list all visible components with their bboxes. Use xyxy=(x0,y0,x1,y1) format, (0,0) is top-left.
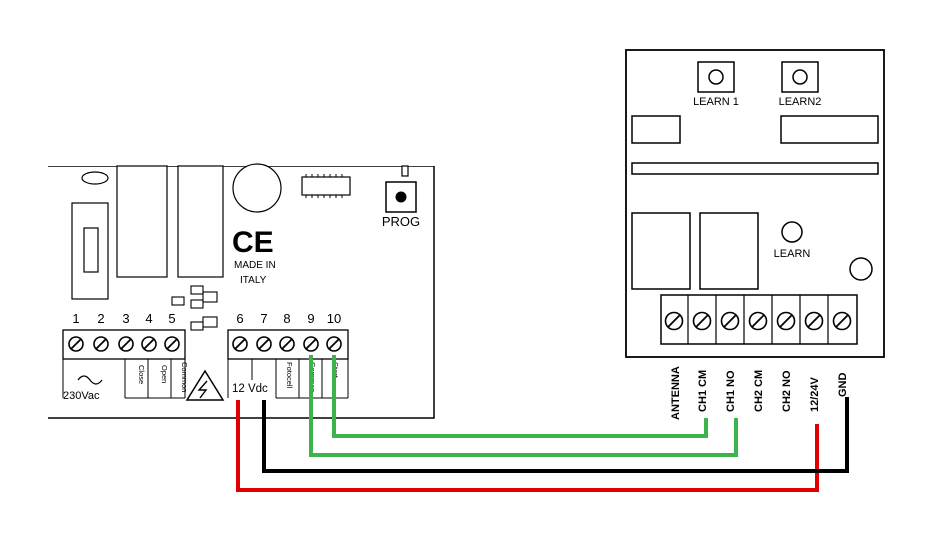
receiver-relay-2 xyxy=(699,212,759,290)
terminal-screw-icon xyxy=(68,336,84,352)
controller-top-cut xyxy=(47,160,437,166)
ac-symbol-icon xyxy=(77,375,103,385)
receiver-terminal-label: ANTENNA xyxy=(670,366,682,420)
dc-out-label: 12 Vdc xyxy=(232,383,268,395)
terminal-number: 2 xyxy=(97,311,104,326)
receiver-terminal-label: CH1 NO xyxy=(725,370,737,412)
terminal-label-area xyxy=(62,359,349,399)
wire-red xyxy=(236,400,819,492)
terminal-screw-icon xyxy=(776,311,796,331)
terminal-screw-icon xyxy=(141,336,157,352)
open-label: Open xyxy=(160,365,169,383)
relay-1 xyxy=(116,165,168,278)
ce-mark: CE xyxy=(232,226,274,259)
receiver-module: LEARN 1 LEARN2 LEARN ANTENNA CH1 CM CH1 … xyxy=(625,49,885,420)
terminal-screw-icon xyxy=(326,336,342,352)
relay-2 xyxy=(177,165,224,278)
terminal-numbers: 1 2 3 4 5 6 7 8 9 10 xyxy=(72,311,341,326)
receiver-led xyxy=(849,257,873,281)
terminal-screw-icon xyxy=(692,311,712,331)
buzzer xyxy=(232,163,282,213)
learn2-label: LEARN2 xyxy=(779,96,822,108)
led-oval xyxy=(81,171,109,185)
receiver-relay-1 xyxy=(631,212,691,290)
terminal-screw-icon xyxy=(279,336,295,352)
terminal-number: 3 xyxy=(122,311,129,326)
learn1-label: LEARN 1 xyxy=(693,96,739,108)
learn-label: LEARN xyxy=(774,248,811,260)
learn2-button[interactable] xyxy=(781,61,819,93)
wires xyxy=(236,355,849,492)
terminal-screw-icon xyxy=(832,311,852,331)
ic-chip xyxy=(301,176,351,196)
terminal-screw-icon xyxy=(256,336,272,352)
prog-label: PROG xyxy=(382,214,420,229)
country-label: ITALY xyxy=(240,275,267,286)
wire-green-ch1-cm xyxy=(332,355,708,438)
ic-chip-pins xyxy=(305,174,343,198)
prog-button[interactable] xyxy=(385,181,417,213)
controller-board: PROG CE MADE IN ITALY 1 2 3 4 5 6 7 8 9 … xyxy=(47,160,437,419)
learn-led xyxy=(781,221,803,243)
prog-led xyxy=(401,165,409,177)
terminal-screw-icon xyxy=(748,311,768,331)
terminal-screw-icon xyxy=(93,336,109,352)
terminal-number: 5 xyxy=(168,311,175,326)
receiver-component-2 xyxy=(780,115,879,144)
small-components xyxy=(171,285,218,331)
terminal-number: 8 xyxy=(283,311,290,326)
receiver-terminal-label: 12/24V xyxy=(809,376,821,412)
made-in-label: MADE IN xyxy=(234,260,276,271)
receiver-component-1 xyxy=(631,115,681,144)
learn1-button-knob xyxy=(708,69,724,85)
controller-screws xyxy=(68,336,342,352)
terminal-number: 4 xyxy=(145,311,152,326)
terminal-number: 1 xyxy=(72,311,79,326)
terminal-screw-icon xyxy=(720,311,740,331)
receiver-terminal-label: CH2 NO xyxy=(781,370,793,412)
terminal-number: 6 xyxy=(236,311,243,326)
supply-label: 230Vac xyxy=(63,390,100,402)
terminal-number: 7 xyxy=(260,311,267,326)
terminal-number: 9 xyxy=(307,311,314,326)
wire-black xyxy=(262,397,849,473)
receiver-terminal-label: CH1 CM xyxy=(697,370,709,412)
learn2-button-knob xyxy=(792,69,808,85)
fuse xyxy=(83,227,99,273)
prog-button-dot xyxy=(395,191,407,203)
close-label: Close xyxy=(137,365,146,384)
terminal-screw-icon xyxy=(804,311,824,331)
receiver-terminal-label: GND xyxy=(837,373,849,398)
terminal-screw-icon xyxy=(664,311,684,331)
receiver-terminal-labels: ANTENNA CH1 CM CH1 NO CH2 CM CH2 NO 12/2… xyxy=(670,366,849,420)
terminal-number: 10 xyxy=(327,311,341,326)
common-motor-label: Common xyxy=(180,362,189,392)
receiver-terminal-label: CH2 CM xyxy=(753,370,765,412)
terminal-screw-icon xyxy=(232,336,248,352)
terminal-screw-icon xyxy=(303,336,319,352)
high-voltage-warning-icon xyxy=(185,369,225,401)
receiver-strip xyxy=(631,162,879,175)
fotocell-label: Fotocell xyxy=(285,362,294,389)
receiver-screws xyxy=(664,295,852,344)
terminal-screw-icon xyxy=(164,336,180,352)
terminal-screw-icon xyxy=(118,336,134,352)
wire-green-ch1-no xyxy=(309,355,738,457)
